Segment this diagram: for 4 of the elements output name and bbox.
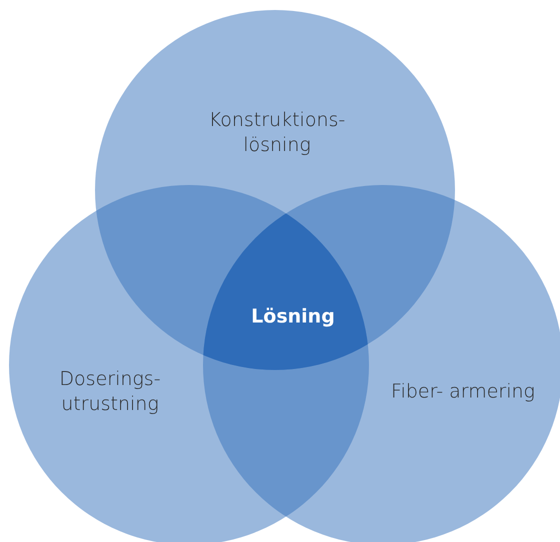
circle-label: Fiber- armering xyxy=(390,380,536,404)
circle-label: Konstruktions- lösning xyxy=(208,108,346,158)
circle-label: Doserings- utrustning xyxy=(58,367,162,417)
center-label: Lösning xyxy=(250,304,336,330)
